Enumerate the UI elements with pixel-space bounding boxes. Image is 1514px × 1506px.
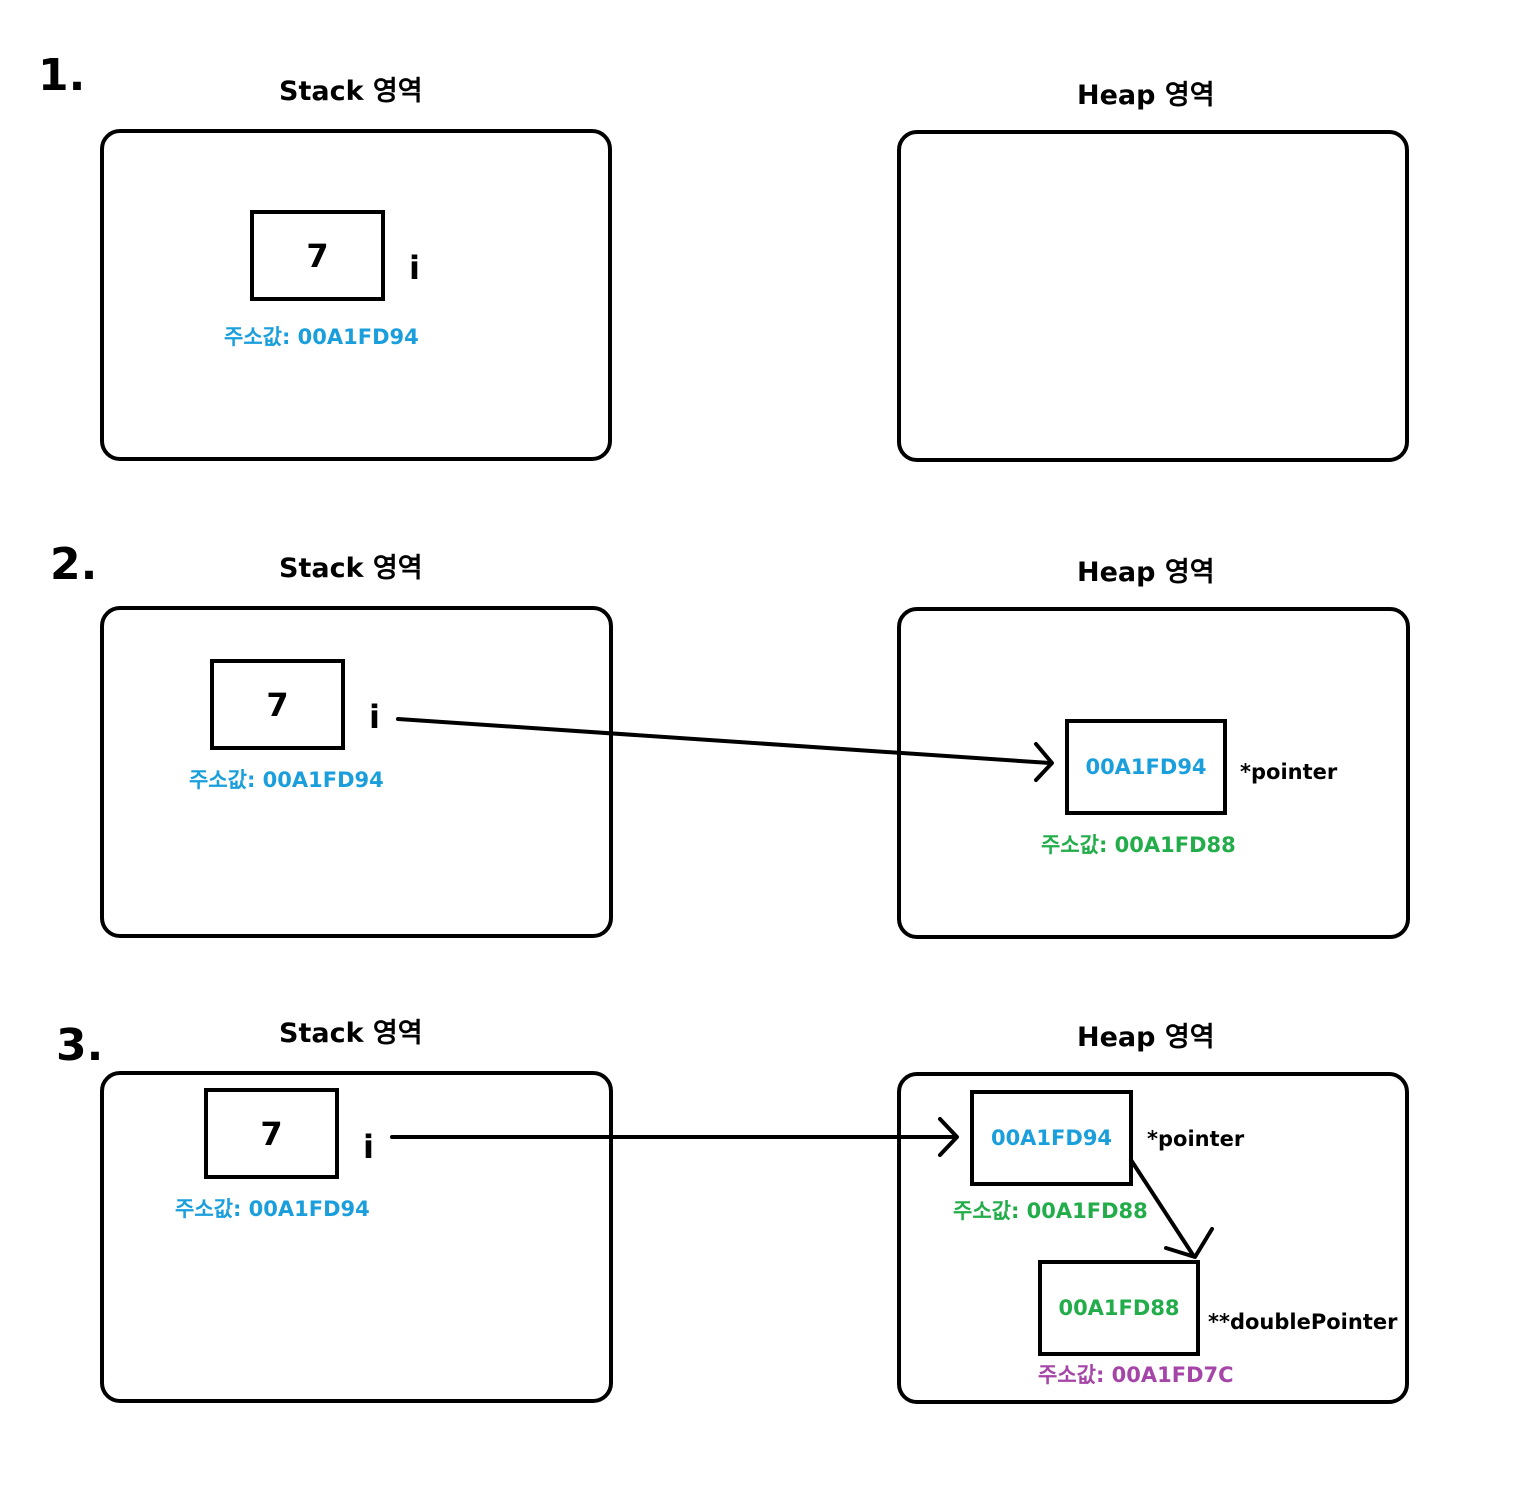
step-number: 2. <box>50 539 98 590</box>
heap-region-title: Heap 영역 <box>1077 557 1215 588</box>
arrowhead <box>1164 1227 1214 1259</box>
arrowhead <box>1034 742 1054 782</box>
step-number: 1. <box>38 50 86 101</box>
variable-i-address: 주소값: 00A1FD94 <box>189 768 384 792</box>
variable-i-address: 주소값: 00A1FD94 <box>224 325 419 349</box>
arrow-i-to-pointer <box>396 717 1052 765</box>
stack-region-title: Stack 영역 <box>279 1018 423 1049</box>
stack-region <box>100 606 613 938</box>
double-pointer-cell: 00A1FD88 <box>1038 1260 1200 1356</box>
pointer-address: 주소값: 00A1FD88 <box>953 1199 1148 1223</box>
heap-region <box>897 130 1409 462</box>
pointer-name: *pointer <box>1240 760 1338 784</box>
arrow-pointer-to-double-pointer <box>1129 1158 1195 1257</box>
stack-region <box>100 129 612 461</box>
pointer-cell: 00A1FD94 <box>970 1090 1133 1186</box>
variable-i-cell: 7 <box>250 210 385 301</box>
double-pointer-address: 주소값: 00A1FD7C <box>1038 1363 1234 1387</box>
stack-region <box>100 1071 613 1403</box>
pointer-address: 주소값: 00A1FD88 <box>1041 833 1236 857</box>
variable-i-name: i <box>369 698 380 736</box>
variable-i-cell: 7 <box>210 659 345 750</box>
variable-i-name: i <box>363 1128 374 1166</box>
pointer-cell: 00A1FD94 <box>1065 719 1227 815</box>
variable-i-cell: 7 <box>204 1088 339 1179</box>
stack-region-title: Stack 영역 <box>279 553 423 584</box>
pointer-name: *pointer <box>1147 1127 1245 1151</box>
arrowhead <box>938 1117 959 1157</box>
stack-region-title: Stack 영역 <box>279 76 423 107</box>
variable-i-name: i <box>409 249 420 287</box>
heap-region-title: Heap 영역 <box>1077 1022 1215 1053</box>
double-pointer-name: **doublePointer <box>1208 1310 1398 1334</box>
heap-region-title: Heap 영역 <box>1077 80 1215 111</box>
variable-i-address: 주소값: 00A1FD94 <box>175 1197 370 1221</box>
step-number: 3. <box>56 1020 104 1071</box>
